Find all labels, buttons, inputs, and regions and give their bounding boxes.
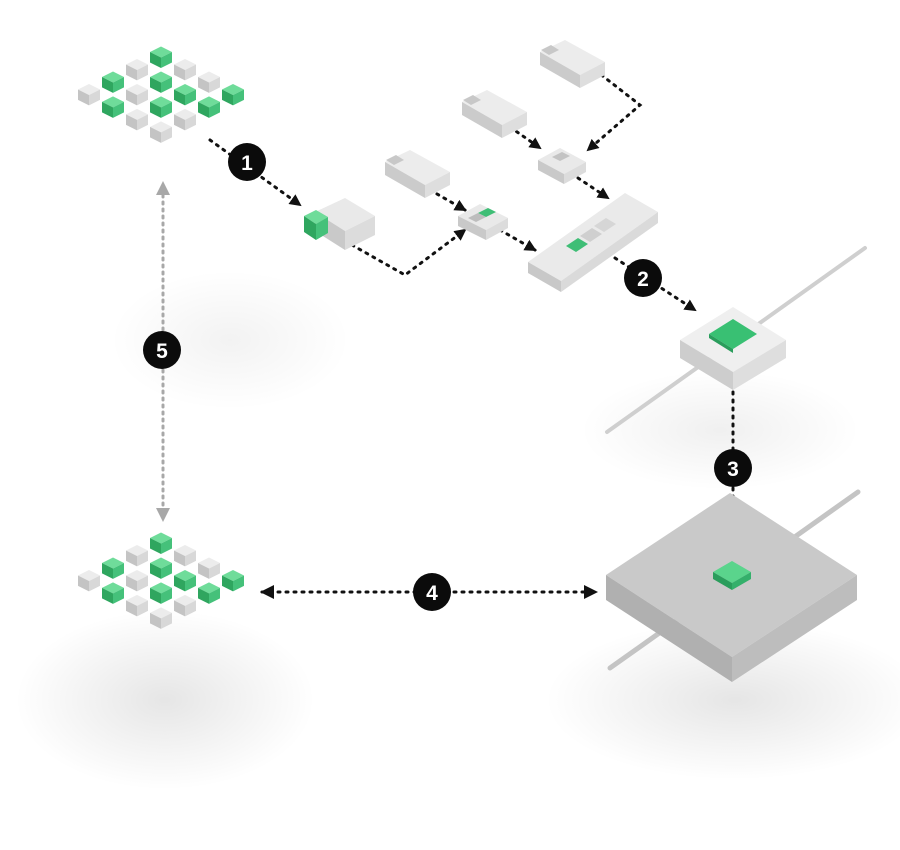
source-block-a [385,150,450,198]
deploy-platform [680,307,786,390]
gray-cube [78,569,100,592]
green-cube [150,96,172,118]
green-cube [102,71,124,93]
gray-cube [198,557,220,579]
green-cube [150,582,172,604]
connector-block-to-small [350,228,467,277]
gray-cube [174,594,196,617]
gray-cube [150,121,172,143]
source-block-c [540,40,605,88]
source-block-b [462,90,527,138]
step-number-2: 2 [637,268,649,291]
gray-cube [126,544,148,567]
step-number-5: 5 [156,340,168,363]
green-cube [102,557,124,579]
ground-shadows [15,270,900,790]
gray-cube [126,569,148,592]
green-cube [198,582,220,604]
production-platform [606,493,857,682]
merge-block [458,204,508,240]
tiny-block [538,148,586,184]
green-cube [102,582,124,604]
step-badge-1: 1 [228,143,266,181]
green-cube [174,569,196,592]
connector-source-b [508,125,542,150]
green-cube [150,532,172,554]
entry-block [304,198,375,250]
green-cube [150,71,172,93]
gray-cube [126,58,148,81]
step-badge-3: 3 [714,449,752,487]
step-badge-2: 2 [624,259,662,297]
step-number-3: 3 [727,458,739,481]
green-cube [150,46,172,68]
step-number-1: 1 [241,152,253,175]
green-cube [222,569,244,592]
green-cube [150,557,172,579]
source-grid [78,46,244,143]
gray-cube [150,607,172,629]
green-cube [174,83,196,106]
connector-small-to-bar [498,228,537,252]
gray-cube [78,83,100,106]
gray-cube [126,108,148,131]
result-grid [78,532,244,629]
gray-cube [174,108,196,131]
gray-cube [126,594,148,617]
gray-cube [174,58,196,81]
long-bar [528,193,658,292]
gray-cube [198,71,220,93]
green-cube [222,83,244,106]
green-cube [198,96,220,118]
green-cube [102,96,124,118]
step-number-4: 4 [426,582,438,605]
step-badge-4: 4 [413,573,451,611]
pipeline-blocks [304,40,658,292]
gray-cube [126,83,148,106]
step-badge-5: 5 [143,331,181,369]
connector-source-c [586,68,643,152]
connector-source-a [428,188,467,212]
gray-cube [174,544,196,567]
connector-tiny-to-bar [576,176,610,200]
